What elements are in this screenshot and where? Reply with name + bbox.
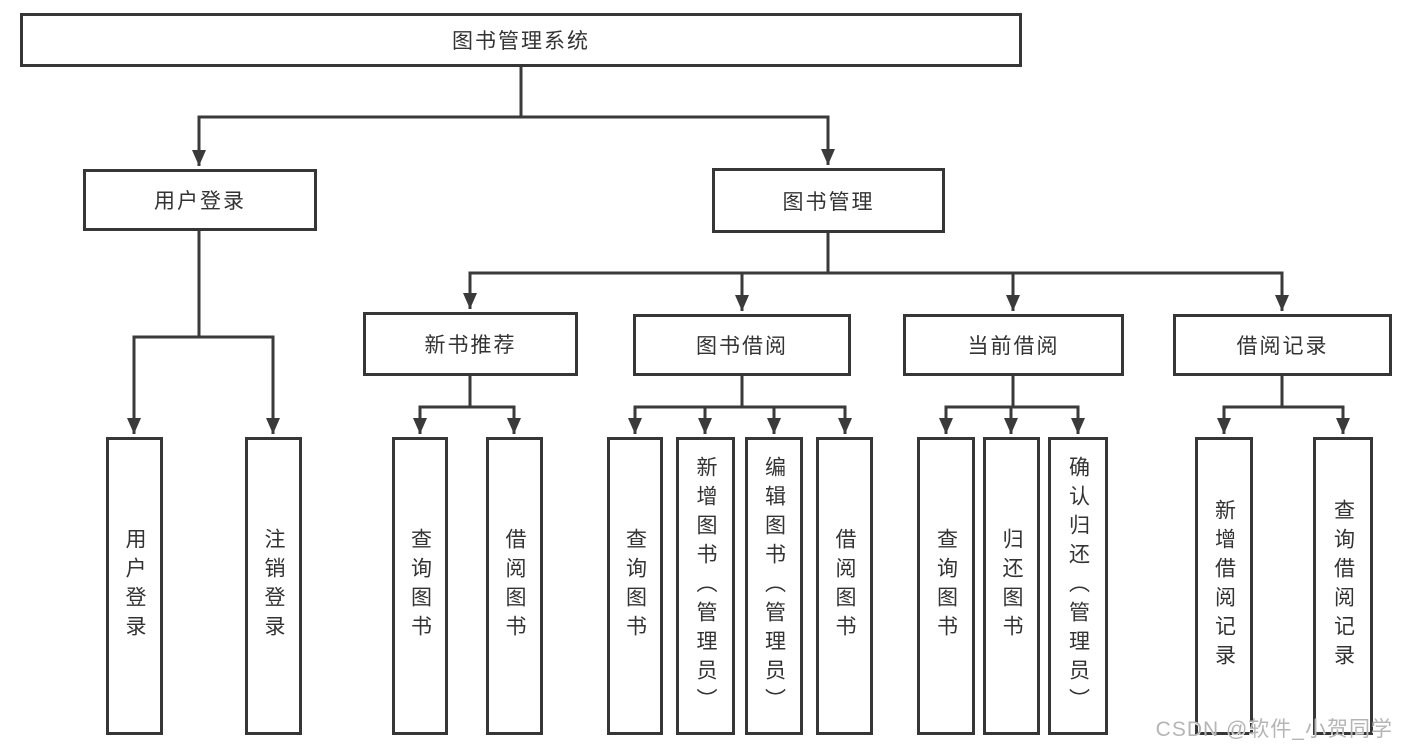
leaf-return-book-label: 归还图书 bbox=[1000, 528, 1023, 644]
leaf-query-book-2: 查询图书 bbox=[607, 437, 663, 735]
node-current-borrow-label: 当前借阅 bbox=[967, 335, 1060, 358]
leaf-query-book-3-label: 查询图书 bbox=[934, 528, 958, 644]
leaf-query-book-3: 查询图书 bbox=[917, 437, 975, 735]
node-book-borrow: 图书借阅 bbox=[633, 314, 851, 376]
leaf-query-borrow-record: 查询借阅记录 bbox=[1313, 437, 1373, 735]
leaf-confirm-return-admin-label: 确认归还（管理员） bbox=[1066, 455, 1090, 717]
leaf-query-book-1: 查询图书 bbox=[392, 437, 448, 735]
node-current-borrow: 当前借阅 bbox=[903, 314, 1124, 376]
leaf-borrow-book-2: 借阅图书 bbox=[816, 437, 873, 735]
node-new-book-recommend-label: 新书推荐 bbox=[424, 334, 517, 357]
leaf-add-book-admin: 新增图书（管理员） bbox=[676, 437, 735, 735]
leaf-query-borrow-record-label: 查询借阅记录 bbox=[1331, 499, 1355, 673]
leaf-borrow-book-1-label: 借阅图书 bbox=[503, 528, 526, 644]
leaf-add-borrow-record: 新增借阅记录 bbox=[1195, 437, 1253, 735]
node-user-login: 用户登录 bbox=[83, 169, 317, 231]
leaf-logout-label: 注销登录 bbox=[262, 528, 285, 644]
leaf-query-book-1-label: 查询图书 bbox=[408, 528, 432, 644]
csdn-watermark: CSDN @软件_小贺同学 bbox=[1155, 718, 1393, 741]
node-borrow-records: 借阅记录 bbox=[1173, 314, 1392, 376]
node-root: 图书管理系统 bbox=[20, 13, 1022, 67]
leaf-edit-book-admin: 编辑图书（管理员） bbox=[745, 437, 803, 735]
leaf-borrow-book-2-label: 借阅图书 bbox=[833, 528, 856, 644]
node-new-book-recommend: 新书推荐 bbox=[363, 312, 578, 376]
leaf-confirm-return-admin: 确认归还（管理员） bbox=[1048, 437, 1108, 735]
leaf-borrow-book-1: 借阅图书 bbox=[486, 437, 543, 735]
leaf-user-login: 用户登录 bbox=[106, 437, 163, 735]
node-user-login-label: 用户登录 bbox=[154, 190, 246, 213]
leaf-add-borrow-record-label: 新增借阅记录 bbox=[1212, 499, 1236, 673]
leaf-user-login-label: 用户登录 bbox=[123, 528, 146, 644]
node-root-label: 图书管理系统 bbox=[452, 30, 590, 53]
node-book-management-label: 图书管理 bbox=[782, 190, 875, 214]
node-book-borrow-label: 图书借阅 bbox=[696, 335, 788, 358]
leaf-return-book: 归还图书 bbox=[983, 437, 1040, 735]
node-borrow-records-label: 借阅记录 bbox=[1236, 335, 1329, 358]
leaf-query-book-2-label: 查询图书 bbox=[623, 528, 647, 644]
leaf-logout: 注销登录 bbox=[245, 437, 302, 735]
node-book-management: 图书管理 bbox=[712, 168, 945, 233]
leaf-add-book-admin-label: 新增图书（管理员） bbox=[694, 455, 717, 717]
leaf-edit-book-admin-label: 编辑图书（管理员） bbox=[762, 455, 786, 717]
